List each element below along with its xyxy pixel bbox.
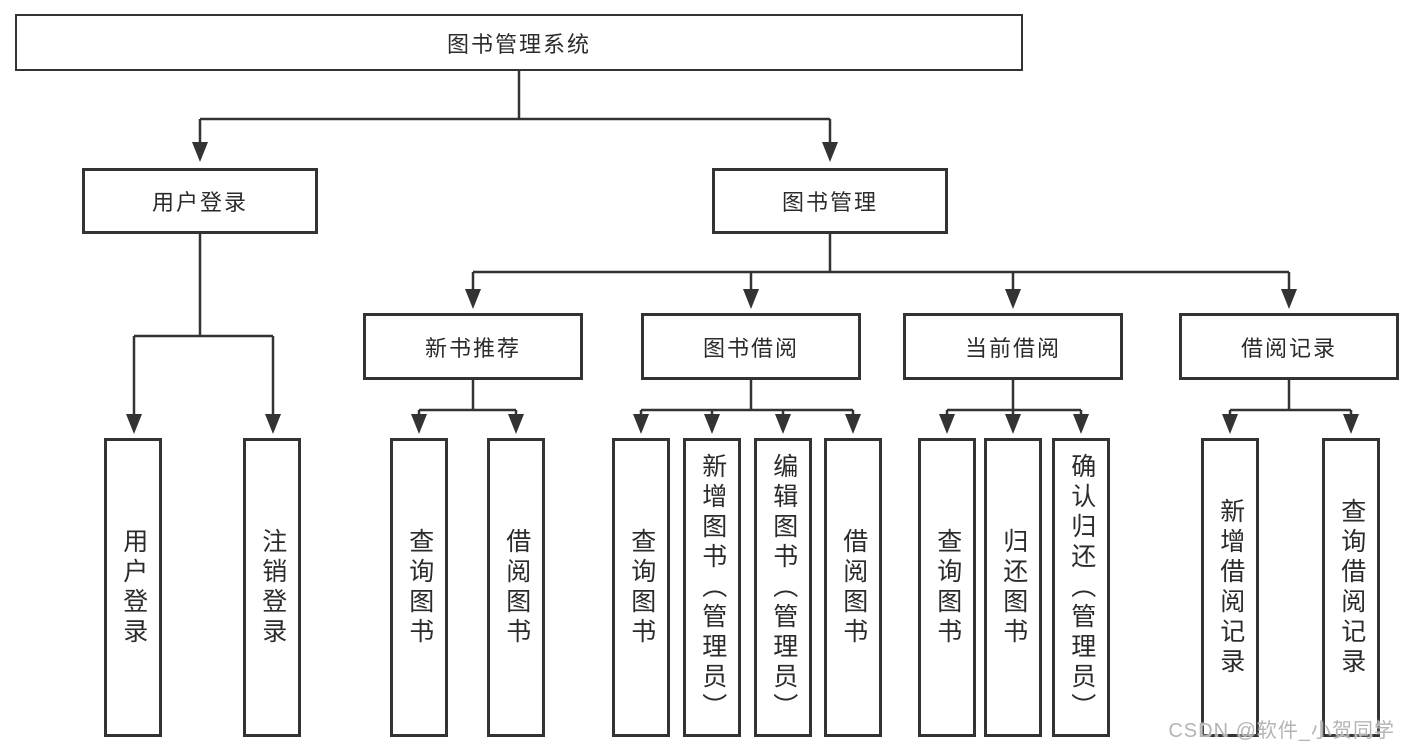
node-book-borrow-label: 图书借阅 bbox=[702, 335, 799, 361]
node-bb-add-book-admin-label: 新增图书（管理员） bbox=[698, 452, 727, 723]
node-book-borrow: 图书借阅 bbox=[641, 313, 861, 380]
node-cb-return-book-label: 归还图书 bbox=[999, 527, 1028, 648]
node-br-add-record-label: 新增借阅记录 bbox=[1216, 497, 1245, 678]
node-root-label: 图书管理系统 bbox=[446, 31, 591, 57]
node-nb-query-book: 查询图书 bbox=[390, 438, 448, 737]
node-nb-borrow-book-label: 借阅图书 bbox=[502, 527, 531, 648]
node-action-logout-label: 注销登录 bbox=[258, 527, 287, 648]
node-borrow-records: 借阅记录 bbox=[1179, 313, 1399, 380]
node-bb-edit-book-admin-label: 编辑图书（管理员） bbox=[769, 452, 798, 723]
node-current-borrow: 当前借阅 bbox=[903, 313, 1123, 380]
node-cb-query-book-label: 查询图书 bbox=[933, 527, 962, 648]
node-bb-add-book-admin: 新增图书（管理员） bbox=[683, 438, 741, 737]
node-bb-edit-book-admin: 编辑图书（管理员） bbox=[754, 438, 812, 737]
node-book-management-label: 图书管理 bbox=[781, 190, 878, 215]
node-cb-confirm-return-admin-label: 确认归还（管理员） bbox=[1067, 452, 1096, 723]
node-action-user-login-label: 用户登录 bbox=[119, 527, 148, 648]
node-action-user-login: 用户登录 bbox=[104, 438, 162, 737]
node-borrow-records-label: 借阅记录 bbox=[1240, 335, 1337, 361]
node-br-query-record-label: 查询借阅记录 bbox=[1337, 497, 1366, 678]
node-br-add-record: 新增借阅记录 bbox=[1201, 438, 1259, 737]
node-user-login-label: 用户登录 bbox=[151, 190, 248, 215]
node-nb-query-book-label: 查询图书 bbox=[405, 527, 434, 648]
node-br-query-record: 查询借阅记录 bbox=[1322, 438, 1380, 737]
csdn-watermark: CSDN @软件_小贺同学 bbox=[1168, 720, 1395, 742]
node-nb-borrow-book: 借阅图书 bbox=[487, 438, 545, 737]
node-bb-query-book-label: 查询图书 bbox=[627, 527, 656, 648]
node-book-management: 图书管理 bbox=[712, 168, 948, 234]
node-bb-borrow-book: 借阅图书 bbox=[824, 438, 882, 737]
node-cb-confirm-return-admin: 确认归还（管理员） bbox=[1052, 438, 1110, 737]
node-cb-return-book: 归还图书 bbox=[984, 438, 1042, 737]
node-current-borrow-label: 当前借阅 bbox=[964, 335, 1061, 361]
node-new-book-recommend: 新书推荐 bbox=[363, 313, 583, 380]
node-action-logout: 注销登录 bbox=[243, 438, 301, 737]
node-new-book-recommend-label: 新书推荐 bbox=[424, 335, 521, 361]
node-root-system: 图书管理系统 bbox=[15, 14, 1023, 71]
node-bb-borrow-book-label: 借阅图书 bbox=[839, 527, 868, 648]
node-cb-query-book: 查询图书 bbox=[918, 438, 976, 737]
node-user-login: 用户登录 bbox=[82, 168, 318, 234]
node-bb-query-book: 查询图书 bbox=[612, 438, 670, 737]
